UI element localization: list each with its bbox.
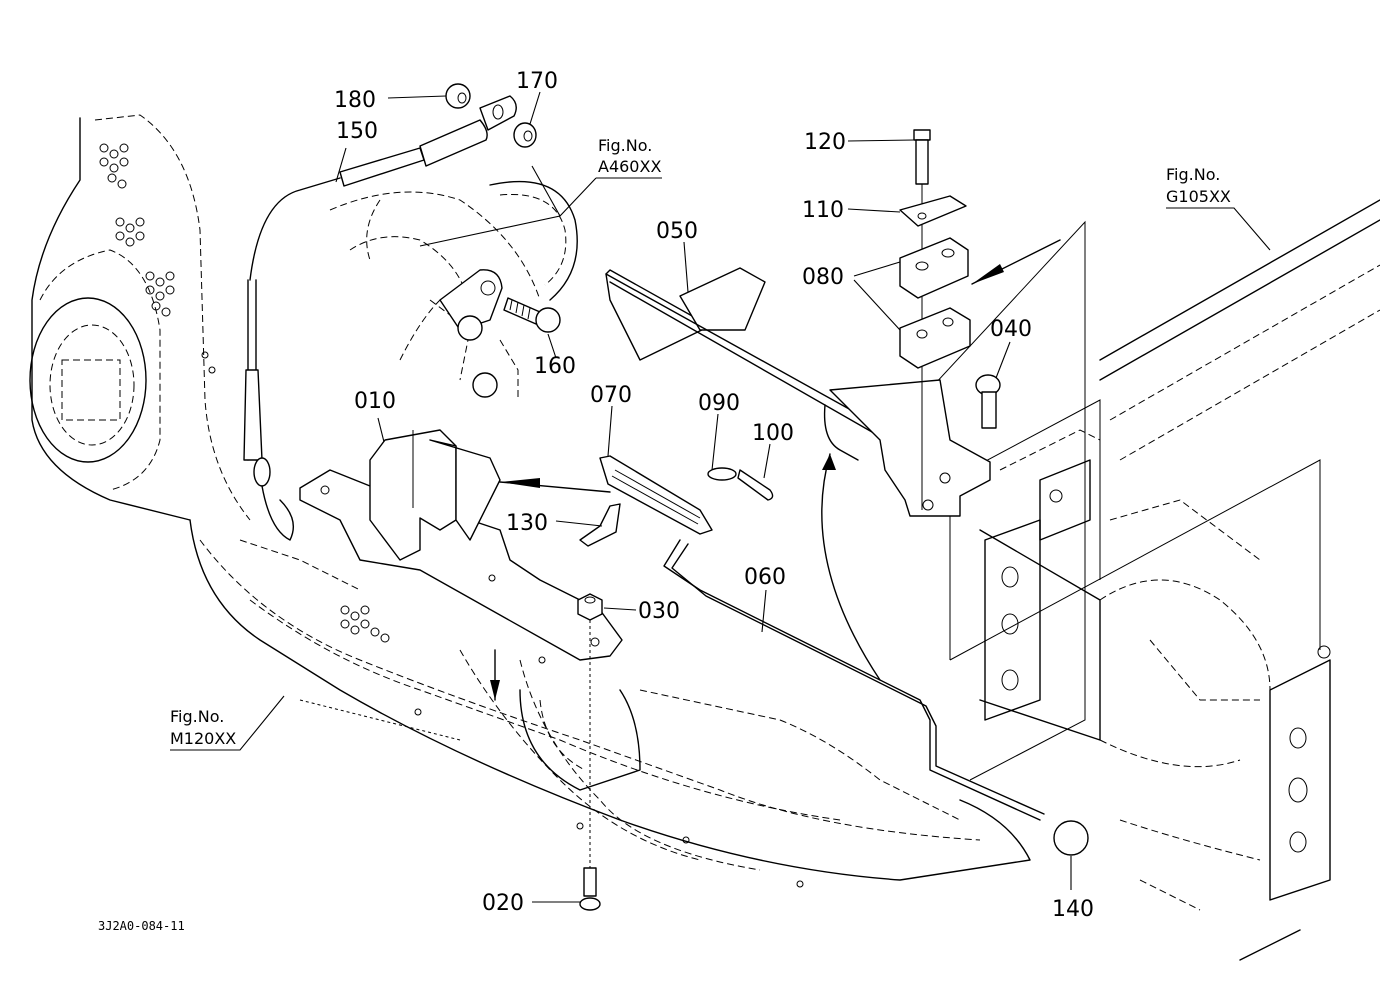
figure-reference-a460[interactable]: Fig.No. A460XX [598,136,661,176]
callout-060: 060 [744,565,786,590]
block-assembly [899,129,971,510]
callout-120: 120 [804,130,846,155]
latch-070 [579,455,774,547]
callout-150: 150 [336,119,378,144]
fig-ref-number[interactable]: M120XX [170,729,236,748]
fig-ref-label: Fig.No. [598,136,652,155]
perforation-holes [99,143,390,643]
bracket-050 [605,267,991,517]
side-body-panel [29,114,390,643]
callout-130: 130 [506,511,548,536]
leader-lines [170,91,1271,903]
callout-010: 010 [354,389,396,414]
fig-ref-label: Fig.No. [170,707,224,726]
right-frame [979,199,1380,961]
bolt-160 [503,297,561,333]
fig-ref-number[interactable]: A460XX [598,157,661,176]
callout-160: 160 [534,354,576,379]
engine-pulley-area [329,180,578,400]
nut-030-bolt-020 [577,593,603,911]
figure-reference-m120[interactable]: Fig.No. M120XX [170,707,236,748]
fig-ref-number[interactable]: G105XX [1166,187,1231,206]
callout-180: 180 [334,88,376,113]
callout-070: 070 [590,383,632,408]
projection-frame [919,220,1321,781]
callout-050: 050 [656,219,698,244]
callout-040: 040 [990,317,1032,342]
battery-cable [243,83,537,541]
rod-060 [663,539,1089,856]
figure-reference-g105[interactable]: Fig.No. G105XX [1166,165,1231,206]
lower-chassis [189,519,1031,888]
callout-090: 090 [698,391,740,416]
bolt-040 [975,374,1001,429]
callout-100: 100 [752,421,794,446]
assembly-arrows [490,239,1061,701]
drawing-number: 3J2A0-084-11 [98,919,185,933]
callout-080: 080 [802,265,844,290]
callout-020: 020 [482,891,524,916]
callout-110: 110 [802,198,844,223]
catch-010 [299,429,623,661]
callout-140: 140 [1052,897,1094,922]
fig-ref-label: Fig.No. [1166,165,1220,184]
callout-170: 170 [516,69,558,94]
callout-labels: 180 170 150 120 110 080 040 050 160 010 … [334,69,1094,922]
callout-030: 030 [638,599,680,624]
